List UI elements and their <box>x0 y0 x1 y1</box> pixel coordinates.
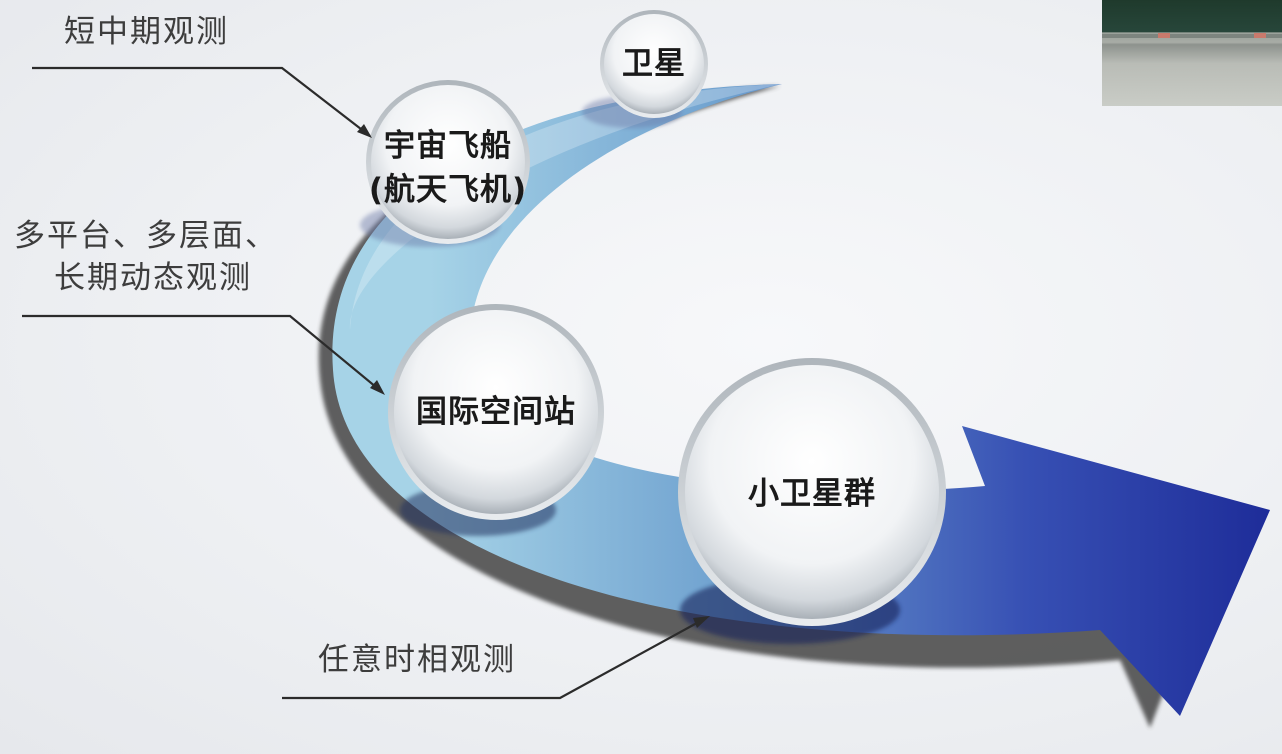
callout-arrowhead-short-mid-term <box>357 124 372 138</box>
bubble-space-station <box>388 304 604 520</box>
bubble-satellite <box>600 10 708 118</box>
label-any-phase: 任意时相观测 <box>318 642 516 678</box>
webcam-marker <box>1158 33 1170 38</box>
bubble-spaceship <box>366 80 530 244</box>
callout-arrowhead-multi-platform <box>370 380 385 395</box>
webcam-thumbnail <box>1102 0 1282 106</box>
label-multi-platform-line1: 多平台、多层面、 <box>14 218 278 254</box>
webcam-marker <box>1254 33 1266 38</box>
bubble-label-small-sat-constellation: 小卫星群 <box>748 476 876 512</box>
label-short-mid-term: 短中期观测 <box>64 14 229 50</box>
callout-arrowhead-any-phase <box>693 616 710 628</box>
callout-line-any-phase <box>282 617 707 700</box>
bubble-label-spaceship-line2: (航天飞机) <box>368 172 528 208</box>
webcam-rail <box>1102 34 1282 38</box>
growth-arrow <box>332 84 1270 716</box>
bubble-small-sat-constellation <box>678 358 946 626</box>
label-multi-platform-line2: 长期动态观测 <box>54 260 252 296</box>
bubble-label-space-station: 国际空间站 <box>416 394 576 430</box>
callout-line-short-mid-term <box>32 66 371 137</box>
bubble-label-satellite: 卫星 <box>622 46 686 82</box>
bubble-label-spaceship-line1: 宇宙飞船 <box>384 128 512 164</box>
callout-line-multi-platform <box>22 314 383 393</box>
